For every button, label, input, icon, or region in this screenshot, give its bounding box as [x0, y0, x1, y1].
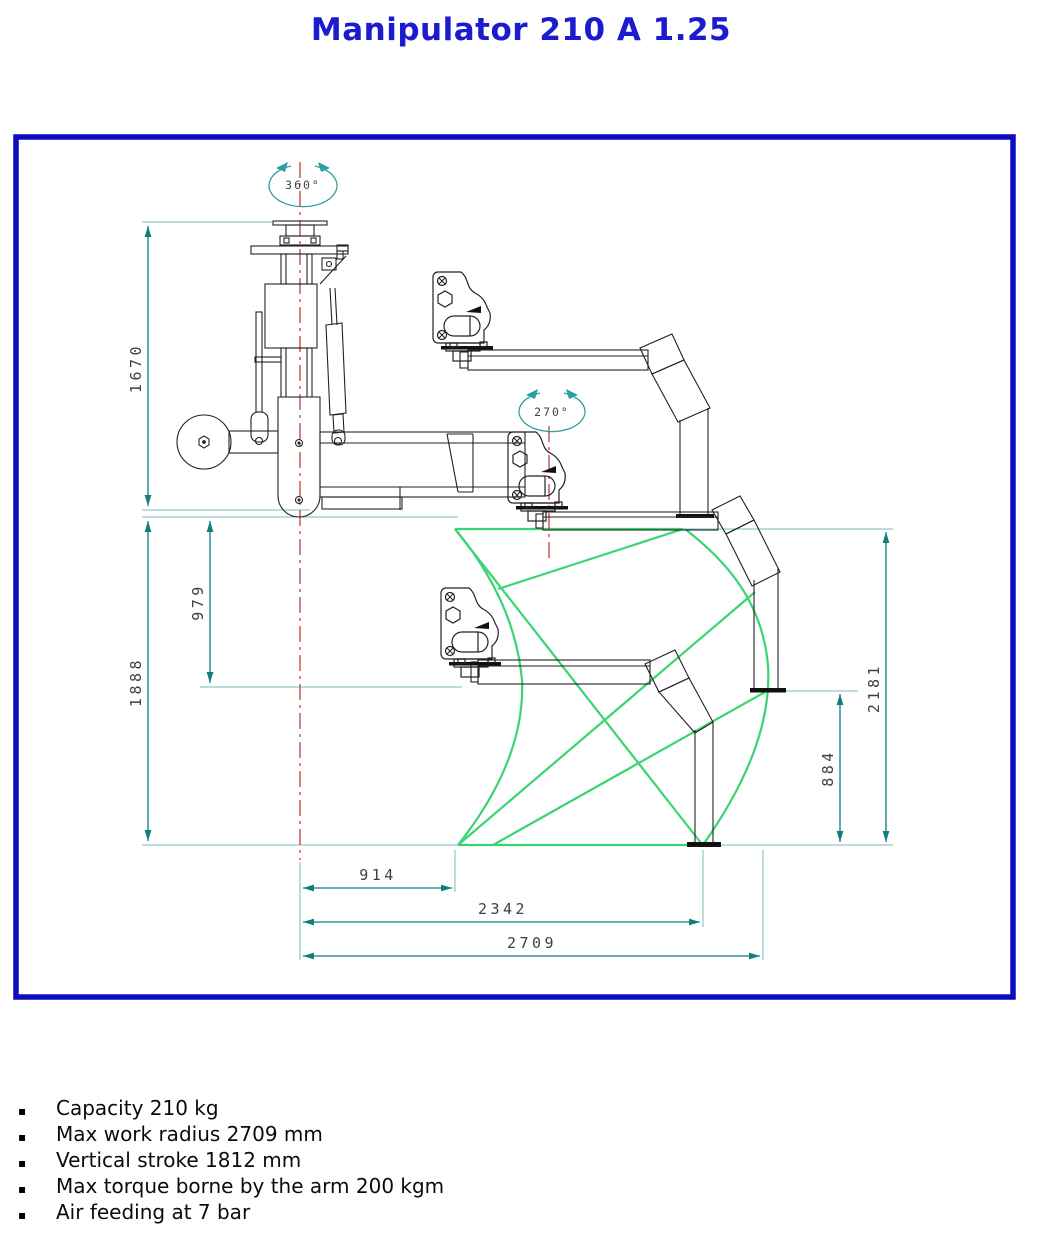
dim-2181-label: 2181 [865, 663, 883, 713]
bullet-icon: ▪ [18, 1104, 27, 1118]
drawing-frame [13, 134, 1016, 1000]
spec-item-label: Air feeding at 7 bar [56, 1200, 251, 1224]
envelope-right-curve [684, 528, 770, 846]
rotation-arrow-right-icon [318, 162, 330, 172]
bullet-icon: ▪ [18, 1182, 27, 1196]
dim-2342-label: 2342 [478, 900, 528, 918]
bullet-icon: ▪ [18, 1130, 27, 1144]
manipulator-machine [176, 220, 786, 847]
spec-item-label: Vertical stroke 1812 mm [56, 1148, 302, 1172]
balance-cylinder [319, 255, 347, 446]
spec-item: ▪ Max work radius 2709 mm [18, 1122, 918, 1148]
dim-914-label: 914 [359, 866, 397, 884]
dim-1888-label: 1888 [127, 657, 145, 707]
dim-1670-label: 1670 [127, 343, 145, 393]
rotation-arrow-left-icon [526, 389, 538, 399]
spec-item-label: Max work radius 2709 mm [56, 1122, 323, 1146]
spec-item: ▪ Max torque borne by the arm 200 kgm [18, 1174, 918, 1200]
counterweight [176, 414, 279, 470]
rotation-arrow-right-icon [566, 389, 578, 399]
rotation-symbol-base: 360° [268, 162, 338, 208]
spec-item: ▪ Air feeding at 7 bar [18, 1200, 918, 1226]
spec-list: ▪ Capacity 210 kg ▪ Max work radius 2709… [18, 1096, 918, 1226]
spec-item-label: Capacity 210 kg [56, 1096, 219, 1120]
work-envelope [454, 527, 770, 847]
spec-item: ▪ Vertical stroke 1812 mm [18, 1148, 918, 1174]
dimension-lines [144, 226, 890, 960]
rotation-360-label: 360° [285, 178, 321, 192]
arm-position-upper [459, 333, 714, 518]
envelope-left-curve [454, 528, 524, 846]
pivot-body [277, 396, 321, 518]
spec-item-label: Max torque borne by the arm 200 kgm [56, 1174, 445, 1198]
dimension-labels: 1670 979 1888 2181 884 914 2342 2709 [127, 343, 883, 952]
left-rod [250, 311, 282, 446]
arm-position-lower [470, 649, 721, 847]
rotation-270-label: 270° [534, 405, 570, 419]
dim-979-label: 979 [189, 583, 207, 621]
bullet-icon: ▪ [18, 1208, 27, 1222]
centerlines [299, 162, 550, 860]
page-title: Manipulator 210 A 1.25 [310, 12, 732, 48]
rotation-symbol-wrist: 270° [518, 389, 586, 433]
rotation-arrow-left-icon [276, 162, 288, 172]
bullet-icon: ▪ [18, 1156, 27, 1170]
spec-item: ▪ Capacity 210 kg [18, 1096, 918, 1122]
dim-884-label: 884 [819, 749, 837, 787]
dim-2709-label: 2709 [507, 934, 557, 952]
